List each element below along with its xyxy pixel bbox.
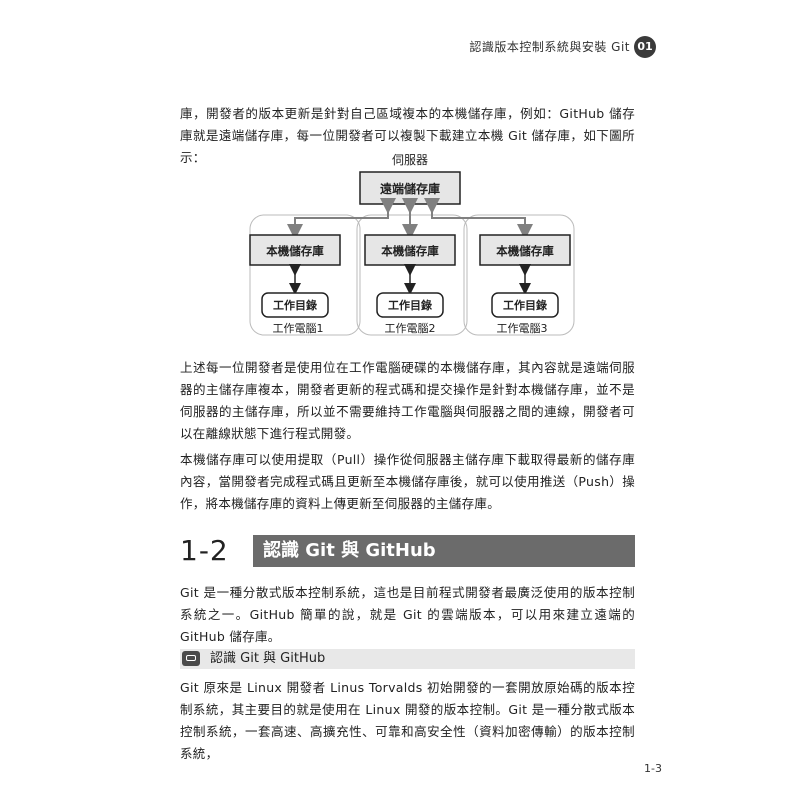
local-repository-box-2 <box>364 234 456 266</box>
server-label: 伺服器 <box>392 153 428 167</box>
working-directory-label-3: 工作目錄 <box>503 298 547 312</box>
paragraph-git-intro: Git 是一種分散式版本控制系統，這也是目前程式開發者最廣泛使用的版本控制系統之… <box>180 585 635 644</box>
subsection-heading: 認識 Git 與 GitHub <box>180 649 635 669</box>
intro-paragraph: 庫，開發者的版本更新是針對自己區域複本的本機儲存庫，例如：GitHub 儲存庫就… <box>180 106 635 165</box>
section-heading: 1-2 認識 Git 與 GitHub <box>180 535 635 567</box>
paragraph-git-origin: Git 原來是 Linux 開發者 Linus Torvalds 初始開發的一套… <box>180 680 635 761</box>
repository-diagram: 伺服器 遠端儲存庫 本機儲存庫 本機儲存庫 本機儲存庫 工作目錄 工作目錄 工作… <box>249 153 575 336</box>
chapter-number-badge: 01 <box>634 36 656 58</box>
computer-label-1: 工作電腦1 <box>273 321 324 335</box>
working-directory-box-2 <box>376 292 444 318</box>
local-repository-box-3 <box>479 234 571 266</box>
working-directory-box-1 <box>261 292 329 318</box>
page-number: 1-3 <box>644 762 662 775</box>
working-directory-label-1: 工作目錄 <box>273 298 317 312</box>
local-repository-box-1 <box>249 234 341 266</box>
remote-repository-label: 遠端儲存庫 <box>380 181 440 196</box>
section-title: 認識 Git 與 GitHub <box>263 540 436 561</box>
local-repository-label-3: 本機儲存庫 <box>496 244 554 258</box>
section-title-bar: 認識 Git 與 GitHub <box>253 535 635 567</box>
paragraph-local-repository: 上述每一位開發者是使用位在工作電腦硬碟的本機儲存庫，其內容就是遠端伺服器的主儲存… <box>180 360 635 441</box>
running-header-title: 認識版本控制系統與安裝 Git <box>469 40 630 54</box>
paragraph-pull-push: 本機儲存庫可以使用提取（Pull）操作從伺服器主儲存庫下載取得最新的儲存庫內容，… <box>180 452 635 511</box>
local-repository-label-2: 本機儲存庫 <box>381 244 439 258</box>
local-repository-label-1: 本機儲存庫 <box>266 244 324 258</box>
computer-label-3: 工作電腦3 <box>497 321 548 335</box>
working-directory-label-2: 工作目錄 <box>388 298 432 312</box>
chat-bubble-icon <box>182 651 200 666</box>
sync-arrow-3 <box>424 198 533 240</box>
computer-label-2: 工作電腦2 <box>385 321 436 335</box>
section-number: 1-2 <box>180 534 229 567</box>
subsection-title: 認識 Git 與 GitHub <box>210 651 326 666</box>
working-directory-box-3 <box>491 292 559 318</box>
sync-arrow-1 <box>287 198 396 240</box>
